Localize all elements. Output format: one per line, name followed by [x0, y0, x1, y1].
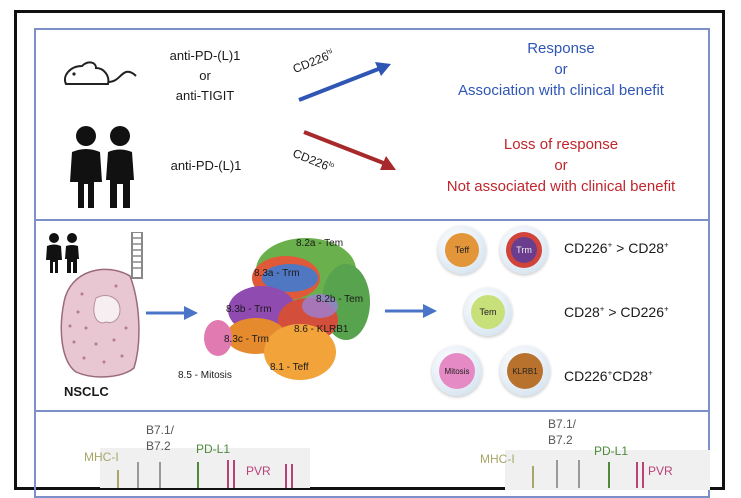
tem-cell: Tem [464, 288, 512, 336]
rule2-part-b: > CD226 [604, 304, 665, 320]
therapy-label-bottom: anti-PD-(L)1 [170, 158, 242, 173]
section-divider-top [34, 219, 710, 221]
cell-membrane-right [505, 450, 710, 490]
therapy-line-2: or [199, 68, 211, 83]
response-line-2: or [554, 61, 568, 78]
b7-right-line-2: B7.2 [548, 433, 573, 447]
loss-line-2: or [554, 157, 568, 174]
cluster-8-6: 8.6 - KLRB1 [294, 324, 349, 335]
umap-cluster-plot [204, 238, 370, 380]
small-people-icon [46, 233, 79, 273]
pvr-label-left: PVR [246, 464, 271, 478]
mitosis-nucleus: Mitosis [439, 353, 475, 389]
therapy-line-3: anti-TIGIT [175, 88, 235, 103]
trm-cell: Trm [500, 226, 548, 274]
rule1-part-a: CD226 [564, 240, 608, 256]
rule3-part-a: CD226 [564, 368, 608, 384]
arrow-to-umap [146, 306, 198, 320]
rule-cd28-gt-cd226: CD28+ > CD226+ [564, 304, 669, 320]
tem-nucleus: Tem [471, 295, 505, 329]
loss-line-3: Not associated with clinical benefit [446, 178, 676, 195]
pd-l1-label-left: PD-L1 [196, 442, 231, 456]
trm-nucleus: Trm [511, 237, 537, 263]
red-down-arrow [303, 130, 396, 170]
cluster-8-3a: 8.3a - Trm [254, 268, 300, 279]
b7-left-line-2: B7.2 [146, 439, 171, 453]
cluster-8-2a: 8.2a - Tem [296, 238, 344, 249]
pvr-label-right: PVR [648, 464, 673, 478]
rule-cd226-gt-cd28: CD226+ > CD28+ [564, 240, 669, 256]
rule-cd226-cd28-double: CD226+CD28+ [564, 368, 653, 384]
rule3-part-b: CD28 [612, 368, 649, 384]
mhc-i-label-left: MHC-I [84, 450, 119, 464]
cluster-8-5: 8.5 - Mitosis [178, 370, 232, 381]
rule2-sup-b: + [664, 304, 669, 314]
rule3-sup-a: + [607, 368, 613, 378]
section-divider-bottom [34, 410, 710, 412]
response-line-1: Response [527, 40, 595, 57]
arrow-to-cells [385, 304, 437, 318]
b7-label-left: B7.1/ B7.2 [146, 422, 174, 454]
blue-up-arrow [298, 62, 391, 102]
rule2-sup-a: + [599, 304, 605, 314]
pd-l1-label-right: PD-L1 [594, 444, 629, 458]
lung-illustration [60, 232, 143, 378]
loss-outcome: Loss of response or Not associated with … [420, 134, 702, 197]
response-outcome: Response or Association with clinical be… [420, 38, 702, 101]
therapy-line-1: anti-PD-(L)1 [169, 48, 241, 63]
mouse-icon [64, 61, 137, 85]
receptor-lines-right [532, 460, 644, 488]
nsclc-label: NSCLC [64, 384, 109, 399]
b7-right-line-1: B7.1/ [548, 417, 577, 431]
cluster-8-3b: 8.3b - Trm [226, 304, 272, 315]
rule1-sup-b: + [664, 240, 669, 250]
klrb1-nucleus: KLRB1 [507, 353, 543, 389]
trm-outer: Trm [506, 232, 542, 268]
rule1-sup-a: + [607, 240, 613, 250]
receptor-lines-left [117, 460, 293, 488]
b7-left-line-1: B7.1/ [146, 423, 175, 437]
mhc-i-label-right: MHC-I [480, 452, 515, 466]
teff-cell: Teff [438, 226, 486, 274]
cluster-8-1: 8.1 - Teff [270, 362, 309, 373]
teff-nucleus: Teff [445, 233, 479, 267]
cluster-8-3c: 8.3c - Trm [224, 334, 270, 345]
cluster-8-2b: 8.2b - Tem [316, 294, 364, 305]
rule2-part-a: CD28 [564, 304, 600, 320]
mitosis-cell: Mitosis [432, 346, 482, 396]
response-line-3: Association with clinical benefit [458, 82, 664, 99]
rule3-sup-b: + [648, 368, 653, 378]
b7-label-right: B7.1/ B7.2 [548, 416, 576, 448]
klrb1-cell: KLRB1 [500, 346, 550, 396]
cell-membrane-left [100, 448, 310, 488]
loss-line-1: Loss of response [503, 136, 619, 153]
people-icon [70, 126, 134, 208]
rule1-part-b: > CD28 [612, 240, 665, 256]
therapy-label-top: anti-PD-(L)1 or anti-TIGIT [160, 46, 250, 106]
